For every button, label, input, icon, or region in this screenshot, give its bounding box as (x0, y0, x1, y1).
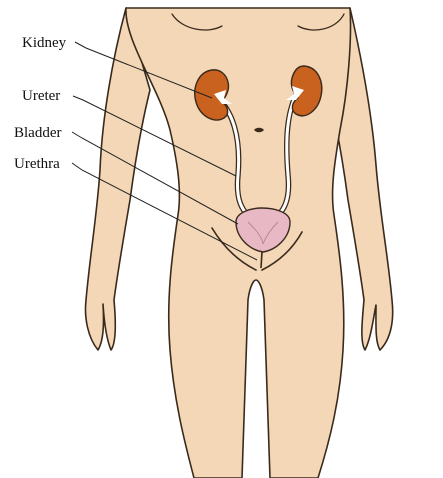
label-bladder: Bladder (14, 125, 61, 141)
label-kidney: Kidney (22, 35, 67, 51)
body-figure (86, 8, 393, 478)
urethra (261, 252, 262, 268)
label-ureter: Ureter (22, 88, 60, 104)
label-urethra: Urethra (14, 156, 60, 172)
